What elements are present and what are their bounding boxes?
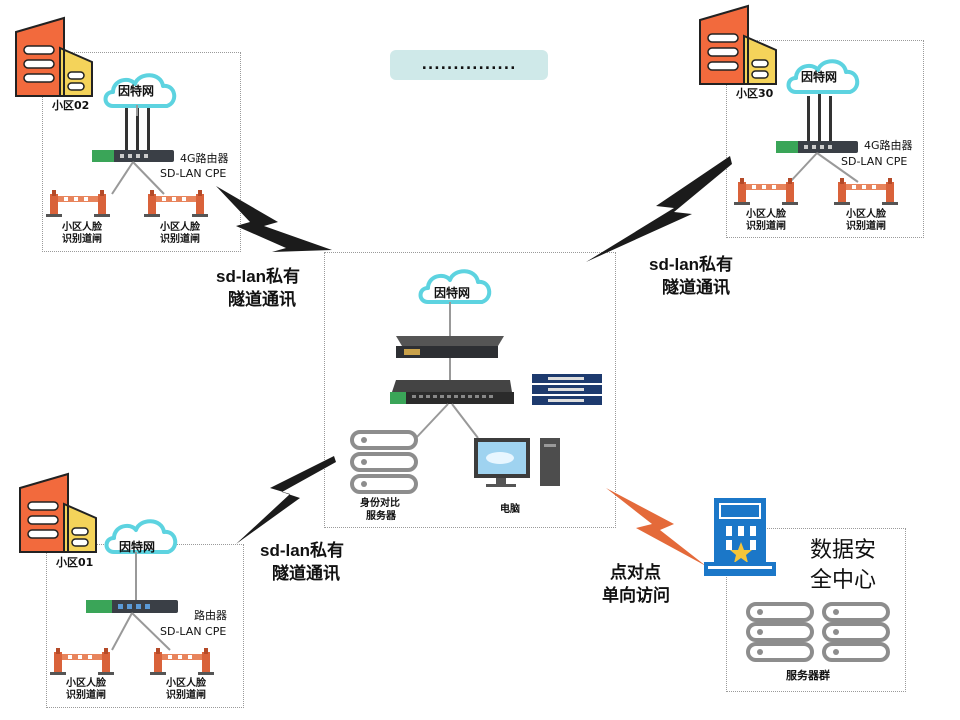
center-server-label-l2: 服务器 <box>366 511 396 522</box>
site30-gate-right-l2: 识别道闸 <box>846 221 886 232</box>
gate-icon <box>834 178 898 205</box>
p2p-label-l2: 单向访问 <box>602 586 670 606</box>
tunnel-top-right-l2: 隧道通讯 <box>662 278 730 298</box>
router-icon <box>92 150 174 162</box>
tunnel-top-left-l1: sd-lan私有 <box>216 267 301 286</box>
building-icon <box>19 473 97 553</box>
site02-box <box>42 52 241 252</box>
building-icon <box>699 5 777 85</box>
datacenter-title-l2: 全中心 <box>810 568 877 593</box>
site01-gate-left-l2: 识别道闸 <box>66 690 106 701</box>
gate-icon <box>734 178 798 205</box>
gate-icon <box>46 190 110 217</box>
center-server-label-l1: 身份对比 <box>360 498 400 509</box>
datacenter-box <box>726 528 906 692</box>
site02-router-sublabel: SD-LAN CPE <box>160 167 227 180</box>
center-cloud-label: 因特网 <box>434 286 471 300</box>
center-pc-label: 电脑 <box>500 504 520 515</box>
site30-cloud-label: 因特网 <box>801 70 838 84</box>
site01-graphics <box>19 473 214 675</box>
site30-box <box>726 40 924 238</box>
datacenter-title-l1: 数据安 <box>810 538 877 563</box>
gate-icon <box>144 190 208 217</box>
switch-stack-icon <box>532 374 602 405</box>
tunnel-bottom-left-l2: 隧道通讯 <box>272 564 340 584</box>
site01-cloud-label: 因特网 <box>119 540 156 554</box>
site01-gate-right-l2: 识别道闸 <box>166 690 206 701</box>
site01-gate-right-l1: 小区人脸 <box>166 678 206 689</box>
pc-icon <box>474 438 560 487</box>
site30-router-sublabel: SD-LAN CPE <box>841 155 908 168</box>
bolt-icon <box>216 186 332 252</box>
top-pill: ............... <box>390 50 548 80</box>
center-box <box>324 252 616 528</box>
server-icon <box>350 430 418 494</box>
gate-icon <box>150 648 214 675</box>
site02-gate-left-l2: 识别道闸 <box>62 234 102 245</box>
site30-gate-right-l1: 小区人脸 <box>846 209 886 220</box>
tunnel-top-right-l1: sd-lan私有 <box>649 255 734 274</box>
site02-name: 小区02 <box>52 99 90 112</box>
site02-gate-right-l1: 小区人脸 <box>160 222 200 233</box>
router-icon <box>86 600 178 613</box>
building-icon <box>15 17 93 97</box>
p2p-label-l1: 点对点 <box>610 563 661 583</box>
datacenter-graphics <box>704 498 890 662</box>
site02-cloud-label: 因特网 <box>118 84 155 98</box>
tunnel-top-left-l2: 隧道通讯 <box>228 290 296 310</box>
bolt-icon <box>236 456 336 544</box>
site02-graphics <box>15 17 208 217</box>
site01-gate-left-l1: 小区人脸 <box>66 678 106 689</box>
server-icon <box>822 602 890 662</box>
site01-router-label: 路由器 <box>194 609 227 622</box>
site30-router-label: 4G路由器 <box>864 139 913 152</box>
router-icon <box>776 141 858 153</box>
gate-icon <box>50 648 114 675</box>
site01-name: 小区01 <box>56 556 94 569</box>
center-graphics <box>350 269 602 494</box>
site30-gate-left-l1: 小区人脸 <box>746 209 786 220</box>
server-icon <box>746 602 814 662</box>
site02-gate-left-l1: 小区人脸 <box>62 222 102 233</box>
switch-icon <box>390 380 514 404</box>
hq-building-icon <box>704 498 776 576</box>
bolt-icon <box>606 488 706 566</box>
router-icon <box>396 336 504 358</box>
site30-gate-left-l2: 识别道闸 <box>746 221 786 232</box>
bolt-icon <box>586 156 732 262</box>
site01-router-sublabel: SD-LAN CPE <box>160 625 227 638</box>
tunnel-bottom-left-l1: sd-lan私有 <box>260 541 345 560</box>
site02-gate-right-l2: 识别道闸 <box>160 234 200 245</box>
top-pill-text: ............... <box>421 57 517 73</box>
site30-name: 小区30 <box>736 87 774 100</box>
site30-graphics <box>699 5 898 205</box>
site02-router-label: 4G路由器 <box>180 152 229 165</box>
datacenter-servers-label: 服务器群 <box>786 669 830 682</box>
